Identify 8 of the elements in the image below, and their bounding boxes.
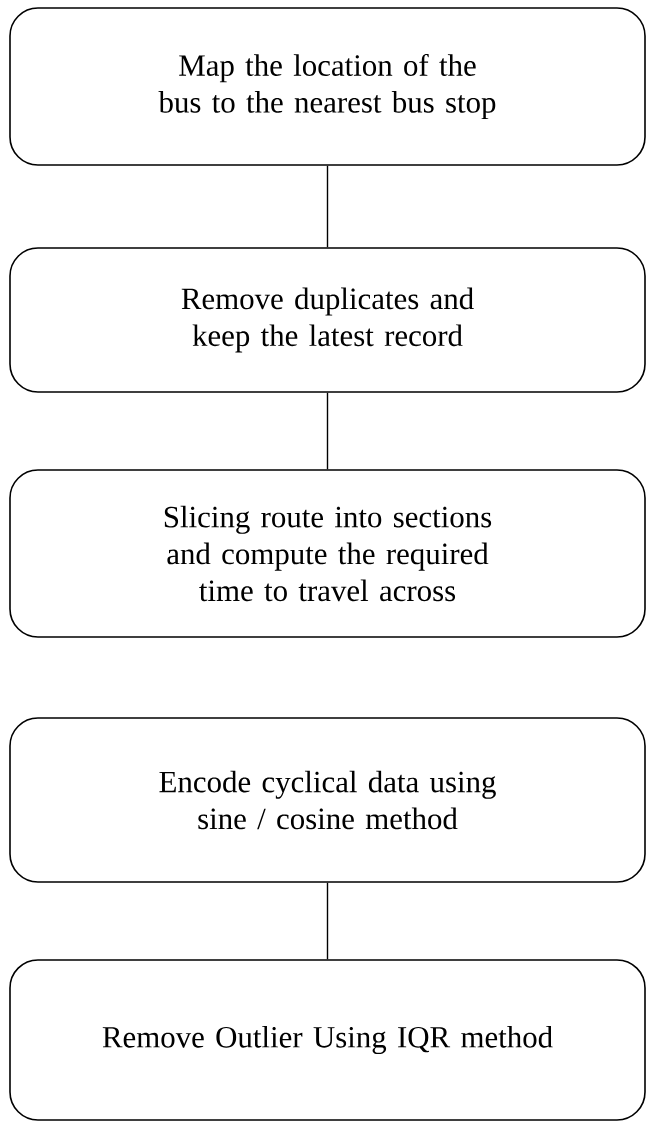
connector-line bbox=[326, 392, 329, 470]
connector-line bbox=[326, 882, 329, 960]
process-box: Encode cyclical data using sine / cosine method bbox=[9, 717, 646, 883]
process-box: Remove duplicates and keep the latest record bbox=[9, 247, 646, 393]
process-box: Remove Outlier Using IQR method bbox=[9, 959, 646, 1121]
process-box: Map the location of the bus to the nearest bus stop bbox=[9, 7, 646, 166]
connector-line bbox=[326, 165, 329, 248]
process-box: Slicing route into sections and compute the required time to travel across bbox=[9, 469, 646, 638]
